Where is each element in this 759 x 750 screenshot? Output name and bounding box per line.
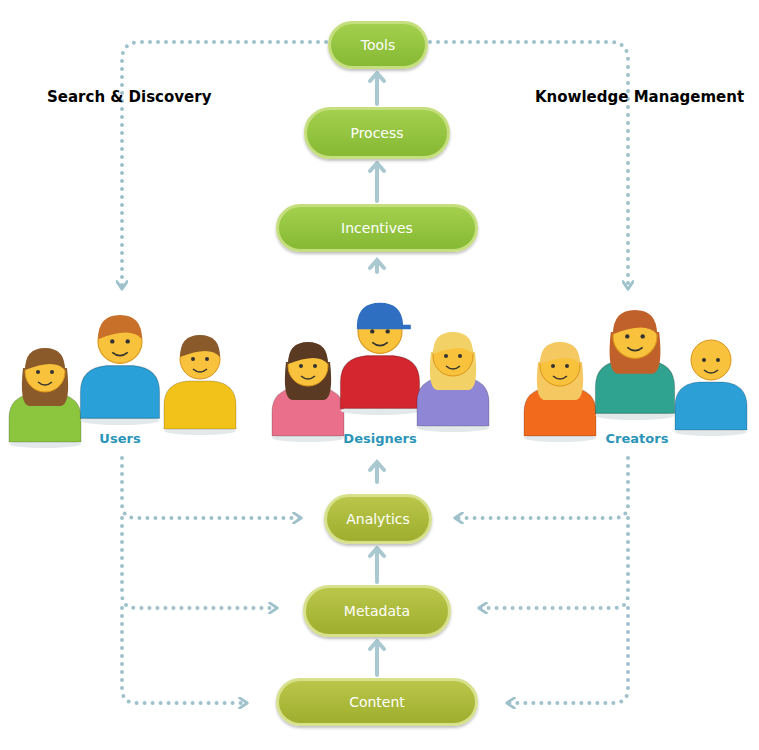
group-label: Users	[99, 431, 140, 446]
box-label: Incentives	[327, 220, 427, 236]
rounded-box: Content	[276, 678, 478, 726]
group-label: Creators	[606, 431, 669, 446]
section-heading: Search & Discovery	[47, 88, 211, 106]
flow-arrow	[370, 548, 384, 582]
box-label: Analytics	[332, 511, 424, 527]
flow-arrow	[370, 163, 384, 201]
rounded-box: Analytics	[324, 494, 432, 544]
rounded-box: Process	[304, 107, 450, 159]
box-label: Metadata	[330, 603, 424, 619]
flow-arrow	[370, 73, 384, 104]
section-heading: Knowledge Management	[535, 88, 744, 106]
box-label: Process	[336, 125, 417, 141]
flow-arrow	[370, 641, 384, 675]
people-figures	[9, 303, 747, 448]
box-label: Tools	[347, 37, 410, 53]
dotted-flow	[122, 42, 628, 703]
group-label: Designers	[343, 431, 416, 446]
rounded-box: Tools	[328, 21, 428, 69]
rounded-box: Metadata	[303, 585, 451, 637]
rounded-box: Incentives	[276, 204, 478, 252]
box-label: Content	[335, 694, 419, 710]
